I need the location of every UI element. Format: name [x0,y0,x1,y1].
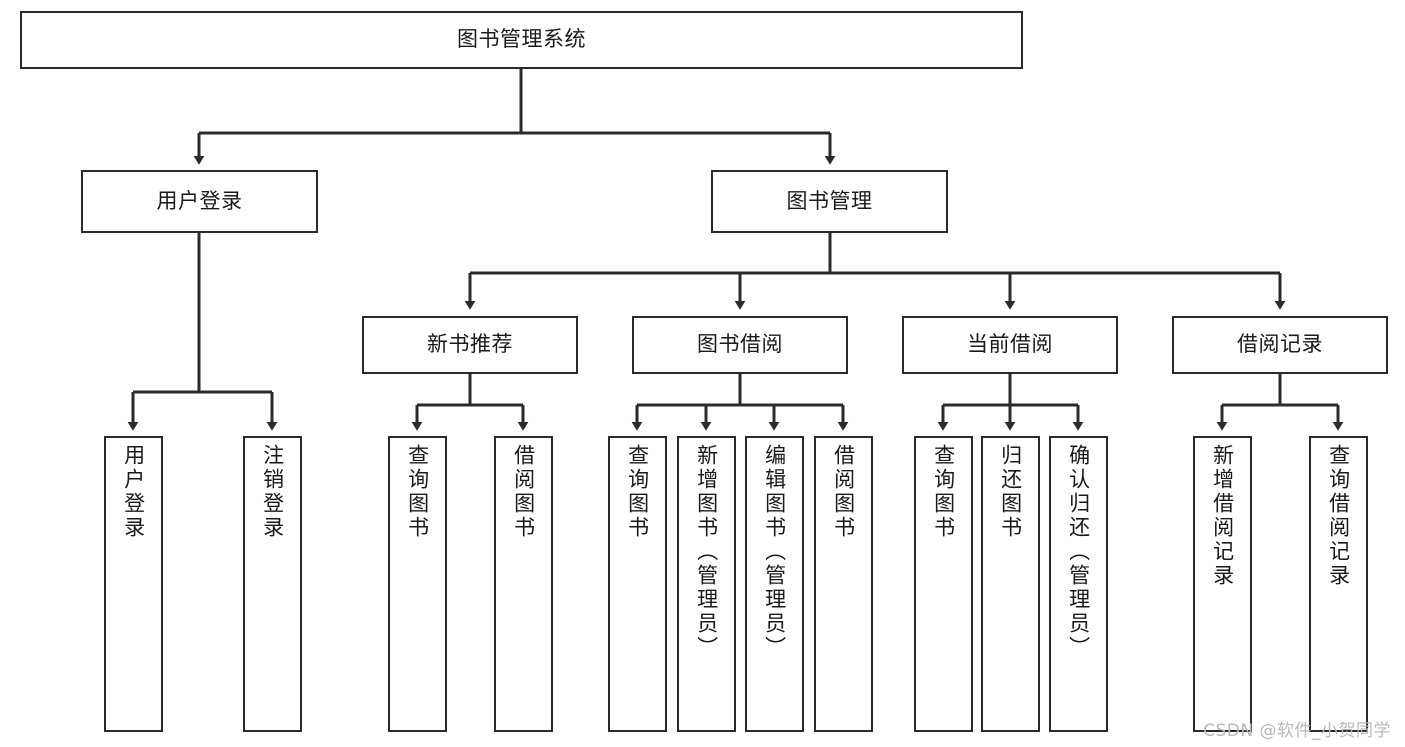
leaf-book-borrow-edit-book-admin[interactable]: 编辑图书（管理员） [745,436,804,732]
node-label: 注销登录 [260,444,285,540]
leaf-current-borrow-return-book[interactable]: 归还图书 [981,436,1040,732]
leaf-book-borrow-add-book-admin[interactable]: 新增图书（管理员） [677,436,736,732]
leaf-current-borrow-confirm-return-admin[interactable]: 确认归还（管理员） [1049,436,1108,732]
node-label: 新增图书（管理员） [694,444,719,660]
node-label: 查询图书 [405,444,430,540]
leaf-new-book-borrow-book[interactable]: 借阅图书 [494,436,553,732]
node-book-borrow[interactable]: 图书借阅 [632,316,848,374]
node-borrow-record[interactable]: 借阅记录 [1172,316,1388,374]
node-label: 归还图书 [998,444,1023,540]
leaf-user-login-signout[interactable]: 注销登录 [243,436,302,732]
node-book-management[interactable]: 图书管理 [711,170,948,233]
leaf-new-book-query-book[interactable]: 查询图书 [388,436,447,732]
node-label: 新增借阅记录 [1210,444,1235,588]
node-label: 借阅图书 [831,444,856,540]
node-root-book-management-system[interactable]: 图书管理系统 [20,11,1023,69]
node-label: 用户登录 [156,188,243,213]
node-label: 借阅图书 [511,444,536,540]
node-label: 查询图书 [931,444,956,540]
node-current-borrow[interactable]: 当前借阅 [902,316,1118,374]
node-label: 新书推荐 [427,332,513,357]
node-new-book-recommendation[interactable]: 新书推荐 [362,316,578,374]
leaf-borrow-record-add-record[interactable]: 新增借阅记录 [1193,436,1252,732]
leaf-borrow-record-query-record[interactable]: 查询借阅记录 [1309,436,1368,732]
node-label: 查询图书 [625,444,650,540]
node-label: 图书借阅 [697,332,783,357]
leaf-book-borrow-borrow-book[interactable]: 借阅图书 [814,436,873,732]
node-label: 图书管理系统 [457,27,586,52]
csdn-watermark: CSDN @软件_小贺同学 [1203,721,1391,741]
leaf-user-login-signin[interactable]: 用户登录 [104,436,163,732]
node-label: 确认归还（管理员） [1066,444,1091,660]
leaf-current-borrow-query-book[interactable]: 查询图书 [914,436,973,732]
node-label: 当前借阅 [967,332,1053,357]
node-label: 图书管理 [786,188,873,213]
node-user-login[interactable]: 用户登录 [81,170,318,233]
node-label: 借阅记录 [1237,332,1323,357]
leaf-book-borrow-query-book[interactable]: 查询图书 [608,436,667,732]
node-label: 编辑图书（管理员） [762,444,787,660]
node-label: 查询借阅记录 [1326,444,1351,588]
node-label: 用户登录 [121,444,146,540]
